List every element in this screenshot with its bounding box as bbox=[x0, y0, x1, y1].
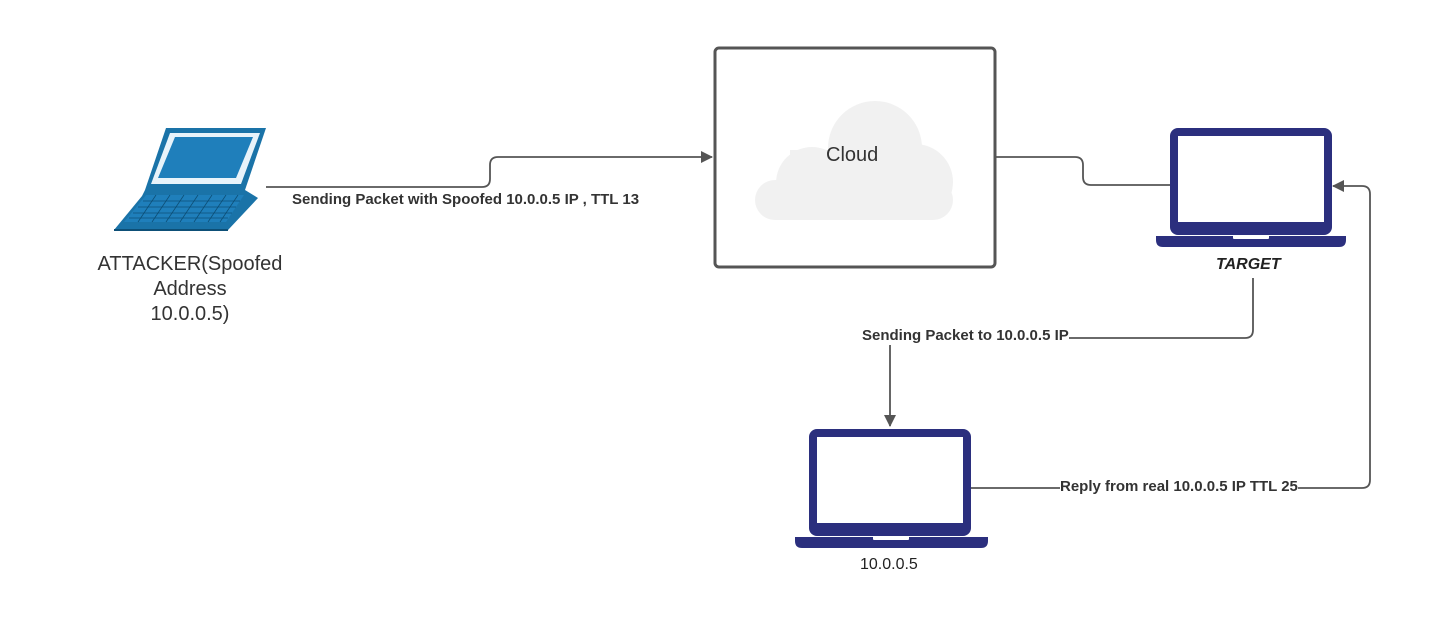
edge-label-spoofed-packet: Sending Packet with Spoofed 10.0.0.5 IP … bbox=[292, 191, 640, 209]
real-host-label: 10.0.0.5 bbox=[860, 556, 918, 573]
attacker-label: ATTACKER(Spoofed Address 10.0.0.5) bbox=[80, 252, 300, 327]
edge-label-reply-from-real: Reply from real 10.0.0.5 IP TTL 25 bbox=[1060, 478, 1298, 496]
attacker-label-line-2: Address bbox=[153, 278, 227, 300]
connector-cloud-to-target bbox=[995, 156, 1170, 186]
edge-label-send-to-real: Sending Packet to 10.0.0.5 IP bbox=[862, 327, 1069, 345]
attacker-label-line-1: ATTACKER(Spoofed bbox=[97, 253, 283, 275]
real-host-laptop-icon bbox=[795, 429, 988, 548]
attacker-label-line-3: 10.0.0.5) bbox=[150, 303, 230, 325]
connector-target-to-real-host bbox=[884, 278, 1254, 427]
cloud-icon bbox=[755, 101, 953, 220]
connector-real-host-to-target bbox=[971, 180, 1371, 489]
target-laptop-icon bbox=[1156, 128, 1346, 247]
attacker-laptop-icon bbox=[114, 128, 266, 231]
connector-attacker-to-cloud bbox=[266, 151, 713, 188]
cloud-label: Cloud bbox=[826, 144, 879, 166]
target-label: TARGET bbox=[1216, 256, 1281, 273]
